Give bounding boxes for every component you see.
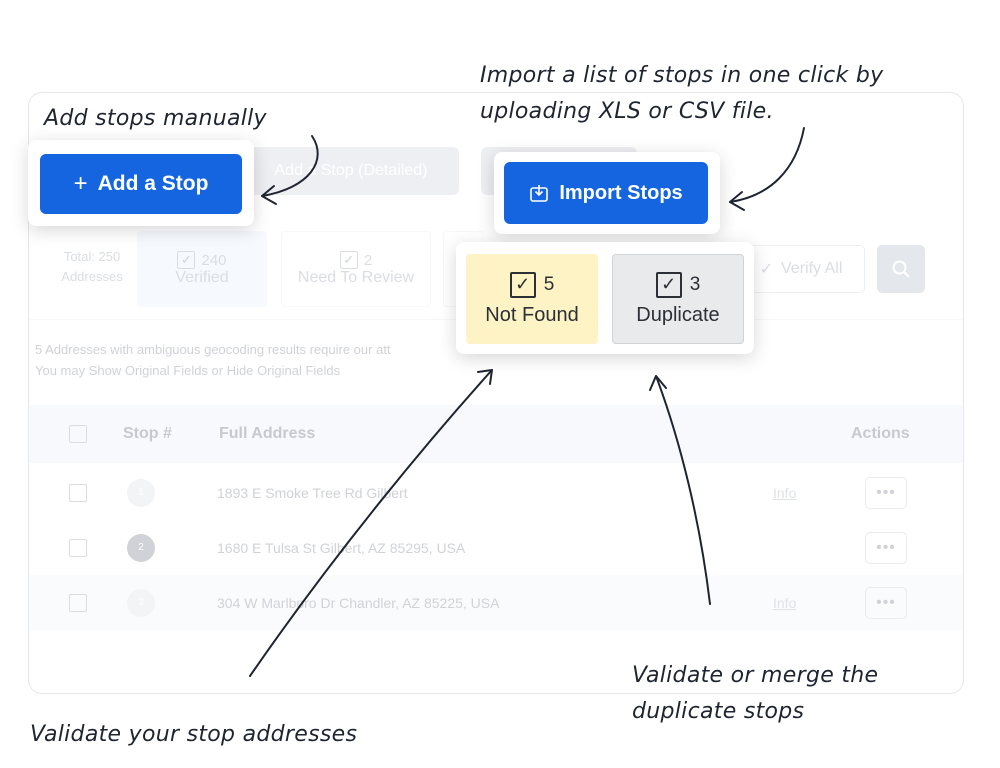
- stat-verified[interactable]: ✓ 240 Verified: [137, 231, 267, 307]
- verify-all-button[interactable]: ✓ Verify All: [737, 245, 865, 293]
- header-address: Full Address: [219, 425, 316, 442]
- status-tiles-card: ✓ 5 Not Found ✓ 3 Duplicate: [456, 242, 754, 354]
- checkmark-icon: ✓: [339, 251, 358, 269]
- search-icon: [892, 260, 910, 278]
- row-info-link[interactable]: Info: [773, 594, 797, 611]
- add-stop-label: Add a Stop: [97, 172, 209, 195]
- search-button[interactable]: [877, 245, 925, 293]
- annotation-import-line1: Import a list of stops in one click by: [480, 63, 884, 88]
- annotation-import: Import a list of stops in one click by u…: [480, 58, 883, 130]
- header-stop: Stop #: [123, 425, 172, 442]
- import-stops-button[interactable]: Import Stops: [504, 162, 708, 224]
- table-row[interactable]: 3 304 W Marlboro Dr Chandler, AZ 85225, …: [29, 575, 963, 630]
- tile-not-found[interactable]: ✓ 5 Not Found: [466, 254, 598, 344]
- row-address: 1893 E Smoke Tree Rd Gilbert: [217, 484, 408, 501]
- stop-pin-icon: 2: [127, 533, 155, 562]
- row-checkbox[interactable]: [69, 483, 87, 502]
- checkmark-icon: ✓: [655, 271, 682, 298]
- import-stops-label: Import Stops: [559, 181, 683, 204]
- stop-pin-icon: 1: [127, 478, 155, 507]
- add-stop-button[interactable]: + Add a Stop: [40, 154, 242, 214]
- row-actions-button[interactable]: •••: [865, 531, 907, 564]
- checkmark-icon: ✓: [177, 251, 196, 269]
- verified-count: 240: [201, 251, 227, 269]
- table-header: Stop # Full Address Actions: [29, 405, 963, 463]
- notice-line1: 5 Addresses with ambiguous geocoding res…: [35, 342, 391, 357]
- row-info-link[interactable]: Info: [773, 484, 797, 501]
- add-stop-detailed-button[interactable]: Add a Stop (Detailed): [243, 147, 459, 195]
- table-row[interactable]: 2 1680 E Tulsa St Gilbert, AZ 85295, USA…: [29, 520, 963, 575]
- header-actions: Actions: [851, 425, 910, 442]
- import-icon: [530, 185, 549, 202]
- row-checkbox[interactable]: [69, 593, 87, 612]
- annotation-add-manually: Add stops manually: [44, 106, 267, 131]
- duplicate-label: Duplicate: [636, 303, 720, 326]
- add-stop-detailed-label: Add a Stop (Detailed): [274, 162, 428, 179]
- row-address: 1680 E Tulsa St Gilbert, AZ 85295, USA: [217, 539, 466, 556]
- import-stops-card: Import Stops: [494, 152, 720, 234]
- select-all-checkbox[interactable]: [69, 425, 87, 443]
- verified-label: Verified: [175, 269, 229, 286]
- annotation-merge-line2: duplicate stops: [632, 699, 805, 724]
- stop-pin-icon: 3: [127, 588, 155, 617]
- verify-all-label: Verify All: [781, 260, 843, 277]
- plus-icon: +: [73, 170, 88, 197]
- row-address: 304 W Marlboro Dr Chandler, AZ 85225, US…: [217, 594, 500, 611]
- annotation-validate: Validate your stop addresses: [30, 722, 358, 747]
- notice-line2: You may Show Original Fields or Hide Ori…: [35, 363, 341, 378]
- row-actions-button[interactable]: •••: [865, 476, 907, 509]
- annotation-merge: Validate or merge the duplicate stops: [632, 658, 878, 730]
- annotation-merge-line1: Validate or merge the: [632, 663, 879, 688]
- review-count: 2: [363, 251, 373, 269]
- checkmark-icon: ✓: [759, 261, 774, 278]
- duplicate-count: 3: [689, 273, 701, 295]
- total-line1: Total: 250: [63, 249, 121, 264]
- row-actions-button[interactable]: •••: [865, 586, 907, 619]
- table-row[interactable]: 1 1893 E Smoke Tree Rd Gilbert Info •••: [29, 465, 963, 520]
- stat-need-to-review[interactable]: ✓ 2 Need To Review: [281, 231, 431, 307]
- annotation-import-line2: uploading XLS or CSV file.: [480, 99, 774, 124]
- review-label: Need To Review: [297, 269, 415, 286]
- row-checkbox[interactable]: [69, 538, 87, 557]
- tile-duplicate[interactable]: ✓ 3 Duplicate: [612, 254, 744, 344]
- total-addresses: Total: 250 Addresses: [47, 247, 137, 287]
- add-stop-card: + Add a Stop: [28, 140, 254, 226]
- not-found-label: Not Found: [485, 303, 579, 326]
- total-line2: Addresses: [61, 269, 123, 284]
- checkmark-icon: ✓: [509, 271, 536, 298]
- geocoding-notice: 5 Addresses with ambiguous geocoding res…: [35, 339, 391, 381]
- not-found-count: 5: [543, 273, 555, 295]
